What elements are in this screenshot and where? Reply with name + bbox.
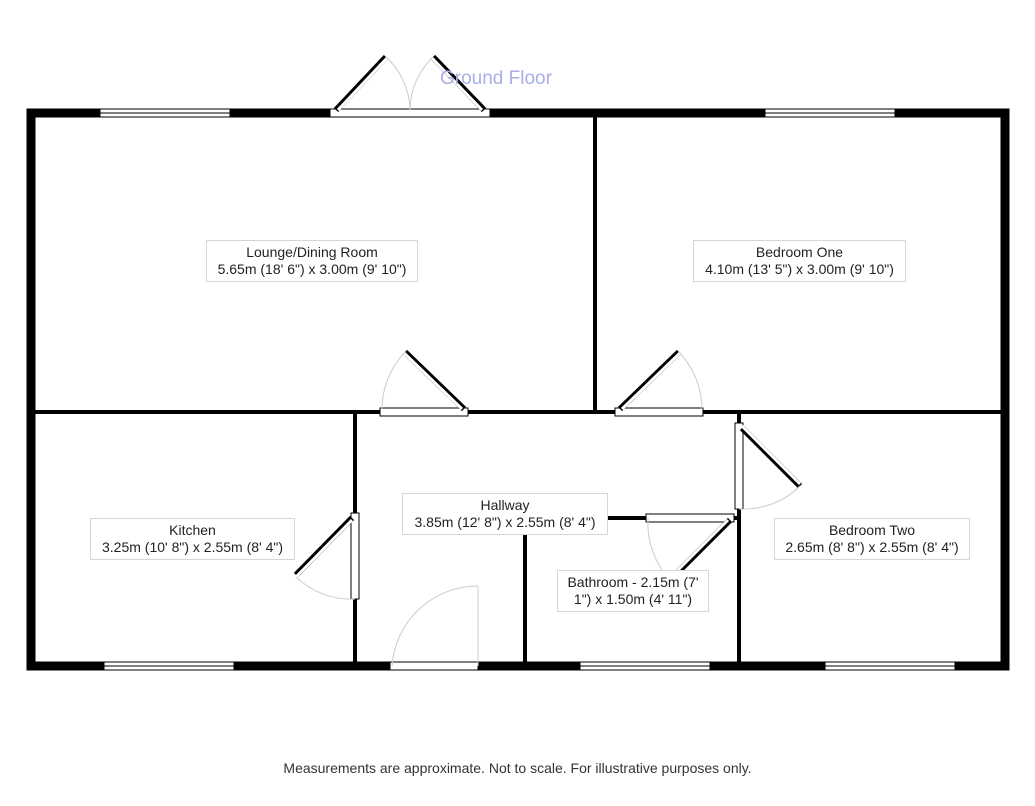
- room-size: 3.25m (10' 8") x 2.55m (8' 4"): [101, 539, 284, 555]
- window-lounge-top: [99, 108, 231, 118]
- room-name: Hallway: [480, 497, 530, 513]
- room-size: 2.65m (8' 8") x 2.55m (8' 4"): [785, 539, 959, 555]
- room-size: 5.65m (18' 6") x 3.00m (9' 10"): [217, 261, 407, 277]
- doors: [293, 54, 803, 671]
- windows: [99, 108, 956, 671]
- room-name: Lounge/Dining Room: [246, 244, 378, 260]
- interior-walls: [31, 113, 1005, 666]
- room-size: 3.85m (12' 8") x 2.55m (8' 4"): [414, 514, 596, 530]
- outer-walls: [26, 108, 1010, 671]
- room-name: Bedroom One: [755, 244, 844, 260]
- room-size: 1") x 1.50m (4' 11"): [573, 591, 693, 607]
- room-label-bathroom: Bathroom - 2.15m (7' 1") x 1.50m (4' 11"…: [557, 570, 709, 612]
- floor-title: Ground Floor: [440, 68, 552, 89]
- door-lounge: [379, 349, 469, 417]
- door-bedroom-one: [614, 349, 704, 417]
- room-name: Bedroom Two: [828, 522, 916, 538]
- window-bathroom-bottom: [579, 661, 711, 671]
- room-size: 4.10m (13' 5") x 3.00m (9' 10"): [705, 261, 894, 277]
- door-kitchen: [293, 512, 360, 600]
- room-label-lounge: Lounge/Dining Room 5.65m (18' 6") x 3.00…: [206, 240, 418, 282]
- door-french-top: [329, 54, 491, 118]
- room-label-hallway: Hallway 3.85m (12' 8") x 2.55m (8' 4"): [402, 493, 608, 535]
- room-label-kitchen: Kitchen 3.25m (10' 8") x 2.55m (8' 4"): [90, 518, 295, 560]
- disclaimer-note: Measurements are approximate. Not to sca…: [283, 760, 752, 776]
- room-name: Kitchen: [169, 522, 216, 538]
- window-kitchen-bottom: [103, 661, 235, 671]
- room-label-bedroom-one: Bedroom One 4.10m (13' 5") x 3.00m (9' 1…: [693, 240, 906, 282]
- door-bedroom-two: [734, 422, 803, 510]
- window-bedroom-two-bottom: [824, 661, 956, 671]
- door-front: [389, 585, 479, 671]
- room-name: Bathroom - 2.15m (7': [567, 574, 699, 590]
- window-bedroom-one-top: [764, 108, 896, 118]
- room-label-bedroom-two: Bedroom Two 2.65m (8' 8") x 2.55m (8' 4"…: [774, 518, 970, 560]
